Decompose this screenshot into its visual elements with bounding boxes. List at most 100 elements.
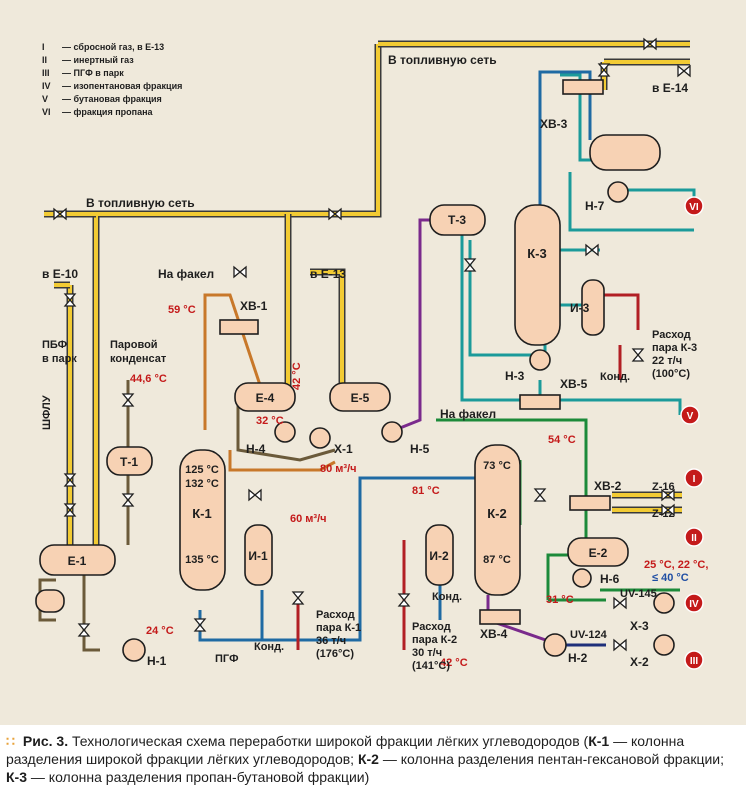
exchanger-t3: [429, 204, 486, 236]
n6-label: Н-6: [600, 572, 620, 586]
reboiler-i3: [581, 279, 605, 336]
n5-label: Н-5: [410, 442, 430, 456]
e2-label: Е-2: [589, 546, 608, 560]
column-k3: [514, 204, 561, 346]
flow-k1-line3: 36 т/ч: [316, 635, 346, 647]
temp-81: 81 °C: [412, 485, 440, 497]
label-pbf-2: в парк: [42, 353, 77, 365]
caption-k2: К-2: [357, 751, 379, 767]
cooler-x2: [653, 634, 675, 656]
reboiler-i1: [244, 524, 273, 586]
temp-446: 44,6 °C: [130, 373, 167, 385]
label-to-e10: в Е-10: [42, 267, 78, 281]
drum-e2: [567, 537, 629, 567]
drum-e7: [589, 134, 661, 171]
cooler-xv1: [219, 319, 259, 335]
k1-temp-top: 125 °C: [185, 464, 219, 476]
label-fuel-top: В топливную сеть: [388, 53, 497, 67]
uv124-label: UV-124: [570, 629, 608, 641]
temp-31: 31 °C: [546, 594, 574, 606]
legend-num-1: I: [42, 42, 45, 52]
cooler-xv4: [479, 609, 521, 625]
flow-80: 80 м³/ч: [320, 463, 357, 475]
label-pbf-1: ПБФ: [42, 339, 67, 351]
label-to-e14: в Е-14: [652, 81, 688, 95]
pump-n1: [122, 638, 146, 662]
flow-k3-line1: Расход: [652, 329, 691, 341]
process-flow-diagram: К-3 Н-7 ХВ-3 Т-3 И-3 Н-3 ХВ-5 ХВ-1 Е-4 Н…: [0, 0, 746, 725]
label-pgf: ПГФ: [215, 653, 239, 665]
label-kond-2: Конд.: [432, 591, 462, 603]
flow-k3-line2: пара К-3: [652, 342, 697, 354]
legend-text-2: — инертный газ: [62, 55, 134, 65]
drum-e1: [39, 544, 116, 576]
i1-label: И-1: [248, 549, 268, 563]
caption-k1-desc: — колонна разделения широкой фракции лёг…: [6, 733, 685, 767]
flow-60: 60 м³/ч: [290, 513, 327, 525]
i2-label: И-2: [429, 549, 449, 563]
cooler-x1: [309, 427, 331, 449]
caption-k3: К-3: [6, 769, 27, 785]
k1-temp-bottom: 135 °C: [185, 554, 219, 566]
xv5-label: ХВ-5: [560, 377, 588, 391]
reboiler-i2: [425, 524, 454, 586]
valves: [53, 37, 691, 652]
flow-k3-line4: (100°С): [652, 368, 690, 380]
temp-59: 59 °C: [168, 304, 196, 316]
e5-label: Е-5: [351, 391, 370, 405]
legend-text-6: — фракция пропана: [62, 107, 154, 117]
stream-vi-label: VI: [689, 202, 699, 213]
temp-24: 24 °C: [146, 625, 174, 637]
k1-label: К-1: [192, 506, 212, 521]
temperatures: 59 °C 42 °C 32 °C 80 м³/ч 60 м³/ч 44,6 °…: [130, 304, 708, 669]
flow-k2-line4: (141°С): [412, 660, 450, 672]
legend-text-1: — сбросной газ, в Е-13: [62, 42, 164, 52]
legend-text-3: — ПГФ в парк: [62, 68, 124, 78]
legend-text-5: — бутановая фракция: [62, 94, 162, 104]
temp-le-40: ≤ 40 °C: [652, 572, 689, 584]
k2-temp-bottom: 87 °C: [483, 554, 511, 566]
pump-n3: [529, 349, 551, 371]
temp-54: 54 °C: [548, 434, 576, 446]
drum-e4: [234, 382, 296, 412]
figure-caption: ∷Рис. 3. Технологическая схема переработ…: [6, 732, 740, 786]
flow-k1-line1: Расход: [316, 609, 355, 621]
annotations: В топливную сеть В топливную сеть в Е-14…: [41, 53, 688, 665]
flow-k2-line2: пара К-2: [412, 634, 457, 646]
legend-num-5: V: [42, 94, 48, 104]
caption-fig: Рис. 3.: [22, 733, 69, 749]
label-steam-cond-2: конденсат: [110, 353, 167, 365]
stream-v-marker: [680, 405, 700, 425]
pump-n4: [274, 421, 296, 443]
stream-vi-marker: [684, 196, 704, 216]
i3-label: И-3: [570, 301, 590, 315]
stream-iii-marker: [684, 650, 704, 670]
e4-label: Е-4: [256, 391, 275, 405]
cooler-xv3: [562, 79, 604, 95]
z16-label: Z-16: [652, 481, 675, 493]
exchanger-t1: [106, 446, 153, 476]
legend-num-6: VI: [42, 107, 51, 117]
pump-n2: [543, 633, 567, 657]
stream-iv-label: IV: [689, 599, 699, 610]
label-flare-1: На факел: [158, 267, 214, 281]
legend-num-3: III: [42, 68, 50, 78]
label-steam-cond-1: Паровой: [110, 339, 158, 351]
k1-temp-mid: 132 °C: [185, 478, 219, 490]
flow-k1-line4: (176°С): [316, 648, 354, 660]
stream-iv-marker: [684, 593, 704, 613]
cooler-xv2: [569, 495, 611, 511]
filter: [35, 589, 65, 613]
label-flare-2: На факел: [440, 407, 496, 421]
pump-n7: [607, 181, 629, 203]
n2-label: Н-2: [568, 651, 588, 665]
t3-label: Т-3: [448, 213, 466, 227]
column-k1: [179, 449, 226, 591]
temp-42-vertical: 42 °C: [291, 362, 303, 390]
stream-i-marker: [684, 468, 704, 488]
drum-e5: [329, 382, 391, 412]
temp-42: 42 °C: [440, 657, 468, 669]
caption-bullet-icon: ∷: [6, 733, 15, 749]
legend-text-4: — изопентановая фракция: [62, 81, 182, 91]
column-k2: [474, 444, 521, 596]
